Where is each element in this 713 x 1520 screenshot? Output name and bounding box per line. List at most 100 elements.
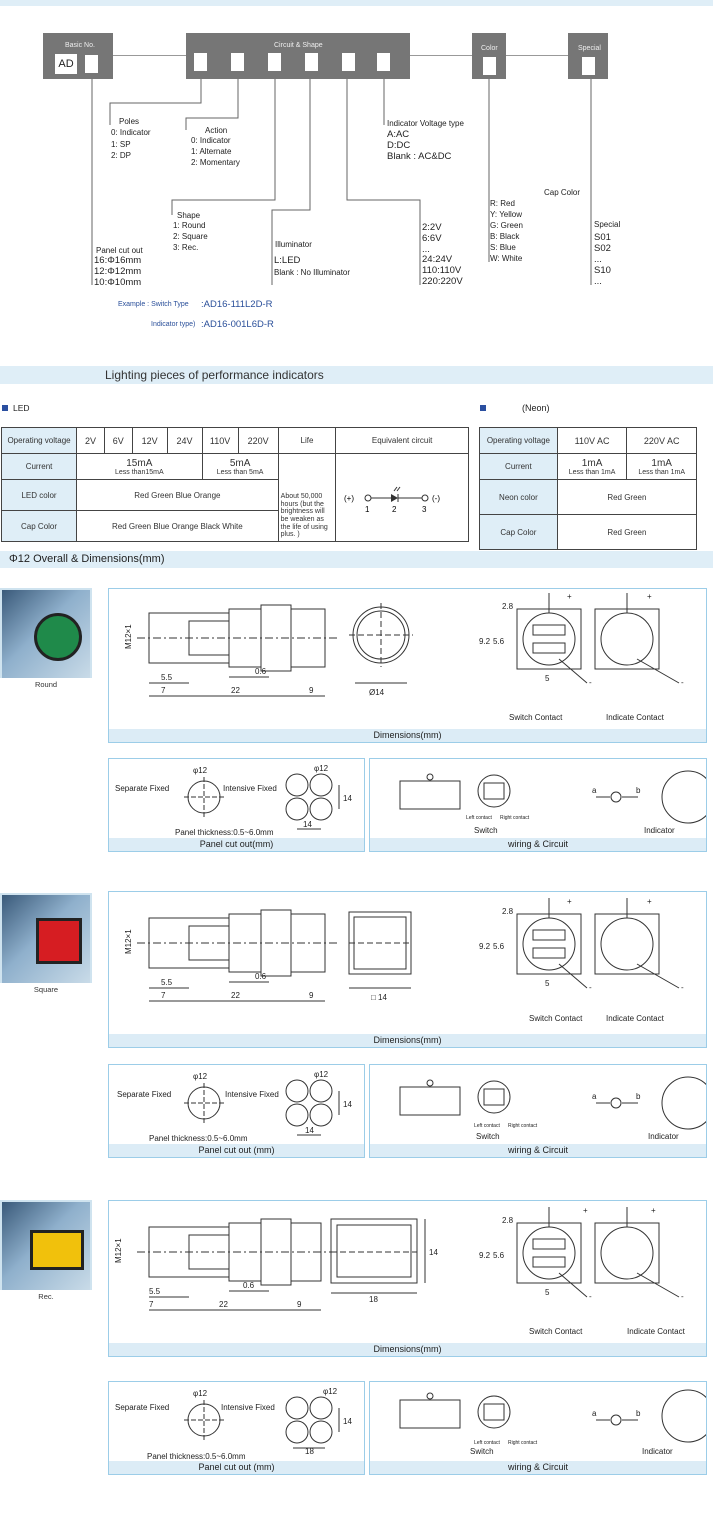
svg-text:2: 2 xyxy=(392,505,397,514)
volt-0: 2:2V xyxy=(422,222,442,233)
illuminator-1: Blank : No Illuminator xyxy=(274,268,351,277)
svg-text:14: 14 xyxy=(343,1417,352,1426)
svg-text:+: + xyxy=(567,592,572,601)
svg-text:7: 7 xyxy=(149,1300,154,1309)
example-indicator: :AD16-001L6D-R xyxy=(201,319,274,330)
svg-text:Indicate Contact: Indicate Contact xyxy=(627,1327,686,1336)
svg-text:5.6: 5.6 xyxy=(493,1251,505,1260)
special-1: S02 xyxy=(594,243,611,254)
svg-text:14: 14 xyxy=(305,1126,314,1135)
svg-text:18: 18 xyxy=(305,1447,314,1456)
svg-text:2.8: 2.8 xyxy=(502,907,514,916)
svg-text:9.2: 9.2 xyxy=(479,637,491,646)
svg-text:5.5: 5.5 xyxy=(161,673,173,682)
svg-text:φ12: φ12 xyxy=(314,764,329,773)
svg-text:22: 22 xyxy=(231,991,240,1000)
special-3: S10 xyxy=(594,265,611,276)
svg-text:Panel thickness:0.5~6.0mm: Panel thickness:0.5~6.0mm xyxy=(149,1134,248,1143)
svg-text:14: 14 xyxy=(429,1248,438,1257)
svg-text:0.6: 0.6 xyxy=(255,667,267,676)
svg-text:φ12: φ12 xyxy=(193,766,208,775)
svg-text:Indicator: Indicator xyxy=(642,1447,673,1456)
volt-1: 6:6V xyxy=(422,233,442,244)
svg-text:2.8: 2.8 xyxy=(502,1216,514,1225)
svg-text:7: 7 xyxy=(161,686,166,695)
svg-text:3: 3 xyxy=(422,505,427,514)
svg-text:Intensive Fixed: Intensive Fixed xyxy=(221,1403,275,1412)
svg-text:Separate Fixed: Separate Fixed xyxy=(115,784,169,793)
voltage-type-title: Indicator Voltage type xyxy=(387,119,464,128)
overall-title: Φ12 Overall & Dimensions(mm) xyxy=(9,553,165,565)
svg-text:Switch Contact: Switch Contact xyxy=(529,1014,583,1023)
svg-text:Panel thickness:0.5~6.0mm: Panel thickness:0.5~6.0mm xyxy=(175,828,274,837)
neon-spec-table: Operating voltage 110V AC 220V AC Curren… xyxy=(479,427,698,550)
svg-text:a: a xyxy=(592,786,597,795)
svg-text:+: + xyxy=(647,592,652,601)
svg-text:-: - xyxy=(681,678,684,687)
svg-text:M12×1: M12×1 xyxy=(124,624,133,649)
svg-text:(+): (+) xyxy=(344,494,354,503)
svg-text:22: 22 xyxy=(231,686,240,695)
op-voltage-label: Operating voltage xyxy=(0,427,78,454)
cap-color-4: S: Blue xyxy=(490,243,516,252)
round-dimensions-caption: Dimensions(mm) xyxy=(109,729,706,742)
cap-color-5: W: White xyxy=(490,254,523,263)
svg-text:b: b xyxy=(636,1409,641,1418)
poles-title: Poles xyxy=(119,117,140,126)
svg-text:Indicator: Indicator xyxy=(644,826,675,835)
shape-title: Shape xyxy=(177,211,201,220)
rec-panel-cutout: Separate Fixed Intensive Fixed φ12 φ12 1… xyxy=(108,1381,365,1475)
lighting-title: Lighting pieces of performance indicator… xyxy=(105,368,324,382)
square-panel-caption: Panel cut out (mm) xyxy=(109,1144,364,1157)
svg-text:Separate Fixed: Separate Fixed xyxy=(117,1090,171,1099)
illuminator-0: L:LED xyxy=(274,255,301,266)
svg-text:5.6: 5.6 xyxy=(493,942,505,951)
shape-0: 1: Round xyxy=(173,221,206,230)
svg-text:(-): (-) xyxy=(432,494,440,503)
svg-text:Indicate Contact: Indicate Contact xyxy=(606,1014,665,1023)
svg-text:14: 14 xyxy=(343,794,352,803)
svg-text:-: - xyxy=(681,983,684,992)
voltage-type-1: D:DC xyxy=(387,140,411,151)
rec-panel-caption: Panel cut out (mm) xyxy=(109,1461,364,1474)
svg-text:9: 9 xyxy=(309,686,314,695)
svg-text:-: - xyxy=(589,983,592,992)
action-0: 0: Indicator xyxy=(191,136,231,145)
round-panel-caption: Panel cut out(mm) xyxy=(109,838,364,851)
voltage-type-2: Blank : AC&DC xyxy=(387,151,452,162)
svg-text:Right contact: Right contact xyxy=(508,1123,538,1129)
color-block: Color xyxy=(472,33,506,79)
special-4: ... xyxy=(594,276,602,287)
svg-text:Left contact: Left contact xyxy=(474,1440,500,1446)
led-label: LED xyxy=(13,403,30,413)
round-photo: Round xyxy=(0,588,92,691)
special-0: S01 xyxy=(594,232,611,243)
svg-text:7: 7 xyxy=(161,991,166,1000)
svg-text:0.6: 0.6 xyxy=(243,1281,255,1290)
rec-wiring-caption: wiring & Circuit xyxy=(370,1461,706,1474)
cap-color-2: G: Green xyxy=(490,221,523,230)
poles-2: 2: DP xyxy=(111,151,132,160)
svg-text:14: 14 xyxy=(343,1100,352,1109)
square-dimensions-caption: Dimensions(mm) xyxy=(109,1034,706,1047)
panel-title: Panel cut out xyxy=(96,246,143,255)
svg-text:b: b xyxy=(636,1092,641,1101)
square-wiring-caption: wiring & Circuit xyxy=(370,1144,706,1157)
svg-text:5.5: 5.5 xyxy=(161,978,173,987)
svg-text:Intensive Fixed: Intensive Fixed xyxy=(223,784,277,793)
svg-text:a: a xyxy=(592,1092,597,1101)
square-panel-cutout: Separate Fixed Intensive Fixed φ12 φ12 1… xyxy=(108,1064,365,1158)
svg-text:Switch: Switch xyxy=(474,826,498,835)
svg-text:Switch Contact: Switch Contact xyxy=(529,1327,583,1336)
svg-text:Intensive Fixed: Intensive Fixed xyxy=(225,1090,279,1099)
shape-1: 2: Square xyxy=(173,232,208,241)
svg-text:φ12: φ12 xyxy=(193,1389,208,1398)
order-header-band xyxy=(0,0,713,6)
overall-band: Φ12 Overall & Dimensions(mm) xyxy=(0,551,713,568)
panel-0: 16:Φ16mm xyxy=(94,255,142,266)
svg-text:18: 18 xyxy=(369,1295,378,1304)
rec-label: Rec. xyxy=(0,1290,92,1303)
svg-text:9: 9 xyxy=(297,1300,302,1309)
equivalent-circuit-label: Equivalent circuit xyxy=(335,427,469,454)
illuminator-title: Illuminator xyxy=(275,240,312,249)
